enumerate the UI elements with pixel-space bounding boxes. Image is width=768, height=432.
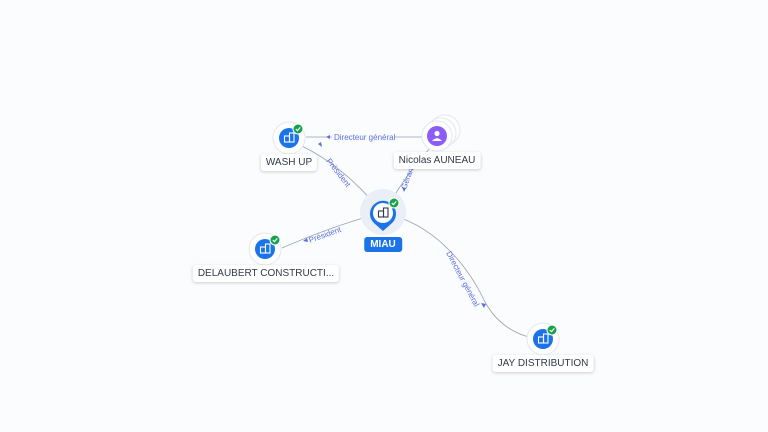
node-label-jay-distribution[interactable]: JAY DISTRIBUTION bbox=[492, 355, 594, 372]
edge-arrow bbox=[318, 142, 322, 147]
node-wash-up[interactable] bbox=[272, 121, 306, 155]
node-label-miau[interactable]: MIAU bbox=[364, 237, 402, 252]
edge-miau-jay[interactable] bbox=[394, 215, 534, 339]
verified-badge-icon bbox=[388, 197, 400, 209]
edge-miau-delaubert[interactable] bbox=[281, 215, 371, 249]
node-label-nicolas-auneau[interactable]: Nicolas AUNEAU bbox=[393, 152, 481, 169]
building-icon bbox=[377, 207, 389, 218]
edge-label-president-2: Président bbox=[308, 225, 344, 245]
node-label-wash-up[interactable]: WASH UP bbox=[260, 154, 318, 171]
edge-arrow bbox=[481, 303, 486, 308]
edge-label-bg bbox=[332, 132, 394, 142]
node-miau[interactable] bbox=[360, 189, 406, 235]
edge-arrow bbox=[303, 238, 308, 242]
check-icon bbox=[295, 126, 301, 132]
edge-arrow bbox=[326, 135, 330, 139]
node-delaubert-construction[interactable] bbox=[248, 232, 282, 266]
person-icon bbox=[432, 130, 442, 141]
verified-badge-icon bbox=[292, 123, 304, 135]
node-nicolas-auneau[interactable] bbox=[421, 114, 461, 152]
building-icon bbox=[537, 333, 549, 344]
edge-label-directeur-general-2: Directeur général bbox=[444, 250, 481, 309]
edge-label-directeur-general-1: Directeur général bbox=[334, 133, 396, 142]
node-label-delaubert-construction[interactable]: DELAUBERT CONSTRUCTI... bbox=[192, 265, 340, 282]
verified-badge-icon bbox=[546, 324, 558, 336]
edge-arrow bbox=[402, 187, 406, 192]
building-icon bbox=[283, 132, 295, 143]
edge-label-president-1: Président bbox=[324, 157, 352, 190]
node-jay-distribution[interactable] bbox=[526, 322, 560, 356]
check-icon bbox=[549, 327, 555, 333]
verified-badge-icon bbox=[269, 234, 281, 246]
building-icon bbox=[259, 243, 271, 254]
check-icon bbox=[391, 200, 397, 206]
check-icon bbox=[272, 237, 278, 243]
